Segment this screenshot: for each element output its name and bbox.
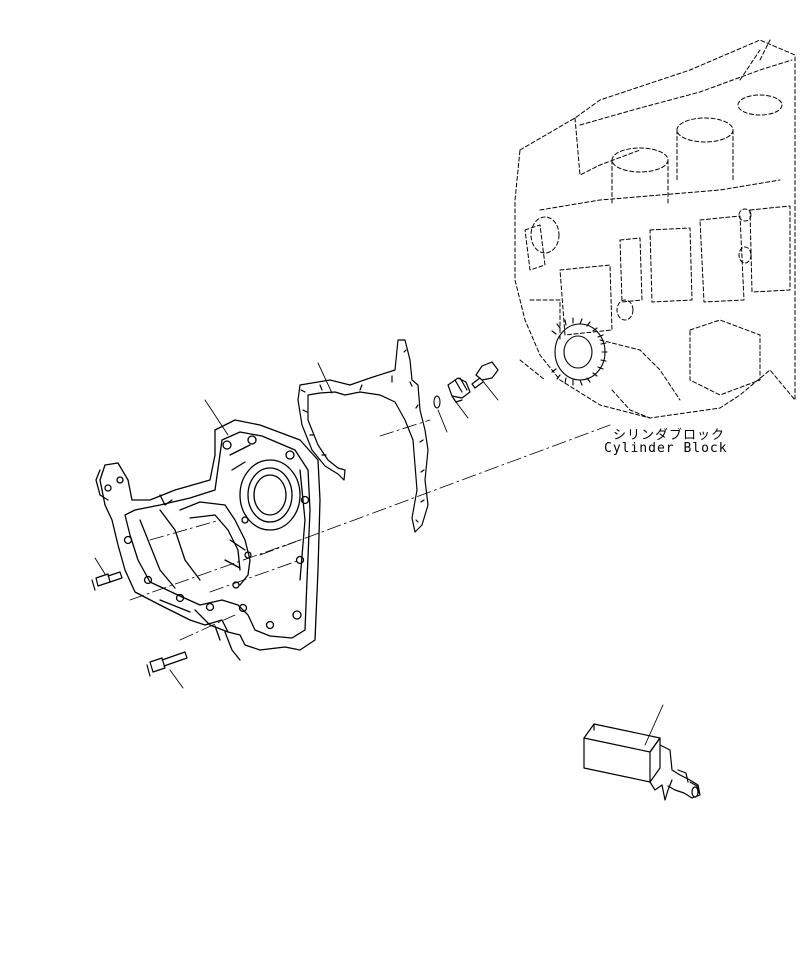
bolt-upper-left xyxy=(91,571,123,591)
cylinder-block-label-japanese: シリンダブロック xyxy=(613,428,726,443)
cylinder-block-label-english: Cylinder Block xyxy=(604,441,728,456)
leader-lines xyxy=(94,362,664,746)
o-ring xyxy=(433,395,441,409)
front-cover xyxy=(95,419,321,661)
tool-drawing xyxy=(583,723,701,801)
sensor-plug xyxy=(447,377,471,403)
alignment-lines xyxy=(129,419,611,641)
cylinder-block xyxy=(514,39,796,419)
crank-gear xyxy=(551,317,608,386)
bolt-lower xyxy=(146,651,188,677)
front-cover-gasket xyxy=(297,339,429,533)
